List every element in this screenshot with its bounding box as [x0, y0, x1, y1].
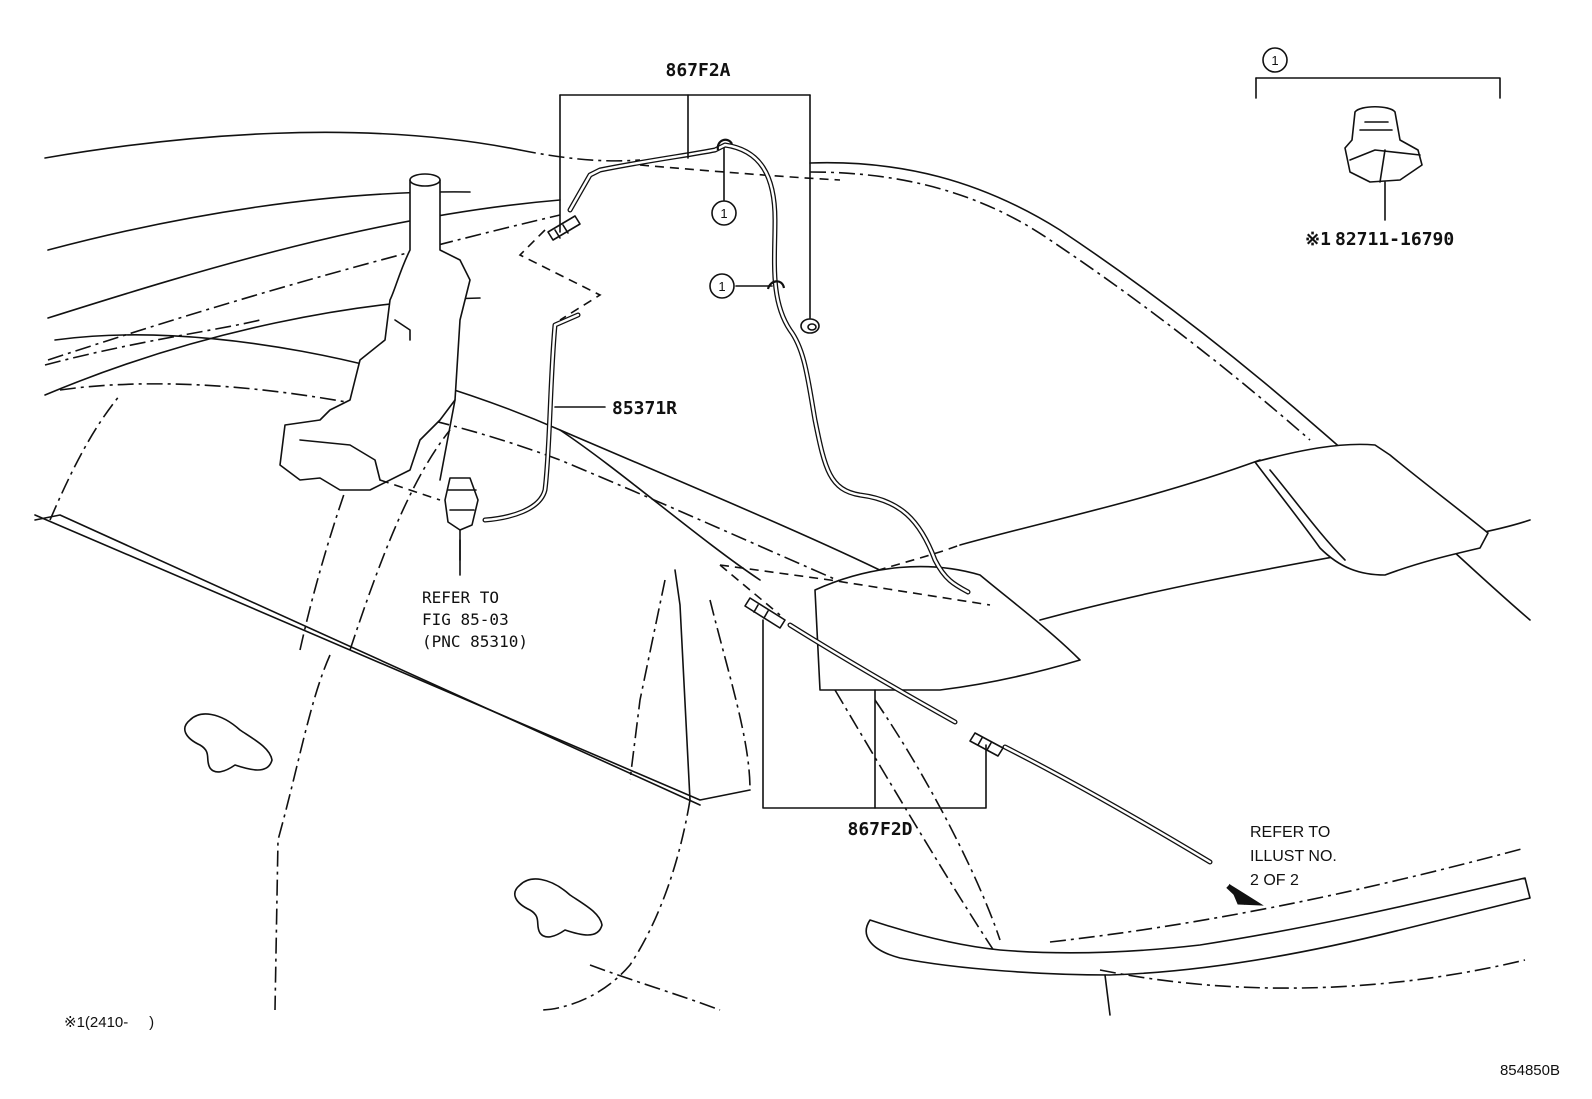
note-refer-illust-2: ILLUST NO.	[1250, 848, 1337, 865]
washer-pump	[444, 477, 479, 561]
leader-867F2D	[762, 619, 987, 809]
label-clamp-part: 82711-16790	[1335, 229, 1454, 250]
note-refer-pump-1: REFER TO	[422, 588, 499, 607]
marker-clip-a: 1	[711, 200, 737, 226]
svg-text:1: 1	[720, 206, 727, 221]
label-85371R: 85371R	[612, 398, 677, 419]
label-867F2A: 867F2A	[665, 60, 730, 81]
connector-upper	[547, 215, 581, 241]
clip-on-hose	[716, 138, 786, 290]
connector-lower-left	[744, 597, 786, 629]
hose-85371R	[482, 312, 581, 523]
footnote: ※1(2410- )	[64, 1014, 154, 1031]
note-refer-pump-3: (PNC 85310)	[422, 632, 528, 651]
svg-text:1: 1	[718, 279, 725, 294]
door-handle-rear	[514, 878, 603, 938]
marker-clip-b: 1	[709, 273, 735, 299]
arrow-to-illust-2	[1226, 883, 1264, 906]
dashed-guides	[379, 229, 991, 616]
leader-867F2A	[559, 94, 811, 319]
rear-deck-outline	[865, 847, 1531, 1016]
figure-id: 854850B	[1500, 1062, 1560, 1079]
note-refer-illust-1: REFER TO	[1250, 824, 1330, 841]
door-handle-front	[184, 713, 273, 773]
door-outline	[274, 654, 1001, 1011]
label-867F2D: 867F2D	[847, 819, 912, 840]
hose-867F2A	[567, 142, 971, 595]
clamp-part	[1344, 105, 1423, 221]
svg-text:1: 1	[1271, 53, 1278, 68]
note-refer-pump-2: FIG 85-03	[422, 610, 509, 629]
note-refer-illust-3: 2 OF 2	[1250, 872, 1299, 889]
label-clamp-prefix: ※1	[1305, 229, 1331, 250]
washer-tank	[279, 173, 471, 491]
marker-clamp-detail: 1	[1262, 47, 1288, 73]
front-pillar	[54, 334, 1081, 691]
grommet	[800, 318, 820, 334]
hose-867F2D	[787, 622, 1213, 865]
clamp-detail-bracket	[1255, 77, 1501, 99]
